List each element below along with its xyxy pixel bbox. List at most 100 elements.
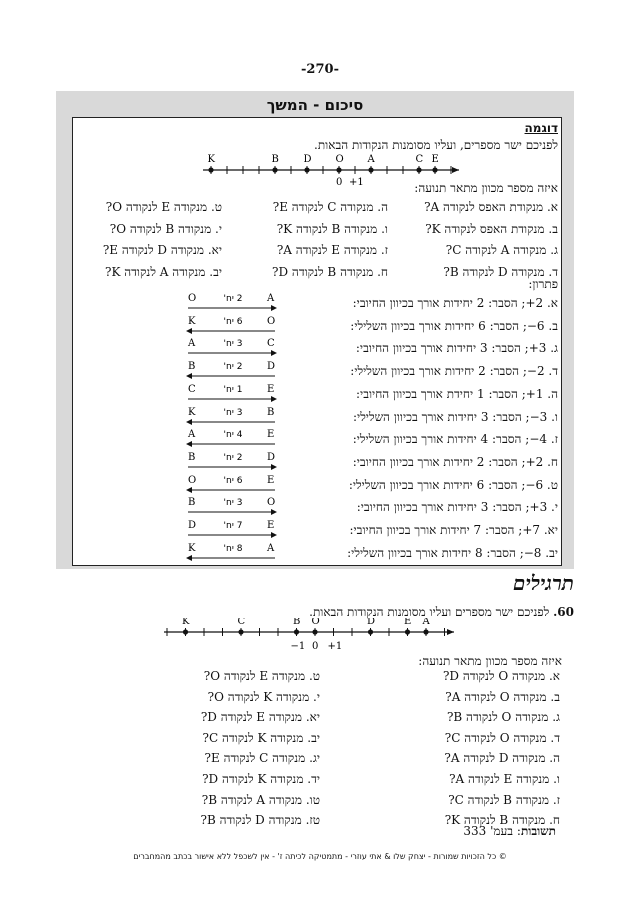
point-dot xyxy=(423,629,429,635)
arrow-head xyxy=(186,554,192,561)
solution-text: ב. −6; הסבר: 6 יחידות אורך בכיוון השלילי… xyxy=(350,319,558,334)
exercise-number-line: K C B O D E A −1 0 +1 xyxy=(164,618,454,652)
start-point-label: B xyxy=(188,497,195,508)
solution-label: ז. xyxy=(547,432,558,447)
point-label-d: D xyxy=(367,618,375,627)
exercise-item: יד. מנקודה K לנקודה D? xyxy=(202,772,320,786)
page-number: -270- xyxy=(301,62,339,77)
arrow-head xyxy=(271,305,277,311)
solution-answer: −3 xyxy=(529,409,548,424)
start-point-label: B xyxy=(188,452,195,463)
end-point-label: E xyxy=(267,475,274,486)
start-point-label: C xyxy=(188,384,196,395)
minus-one-label: −1 xyxy=(291,641,306,652)
end-point-label: E xyxy=(267,384,274,395)
exercise-item: יב. מנקודה K לנקודה C? xyxy=(202,730,320,745)
solution-answer: −6 xyxy=(526,318,545,333)
exercise-item: ח. מנקודה B לנקודה K? xyxy=(444,813,560,828)
end-point-label: A xyxy=(266,293,275,304)
end-point-label: O xyxy=(267,497,275,508)
point-dot xyxy=(182,629,189,635)
zero-label: 0 xyxy=(336,177,342,188)
arrow-head xyxy=(271,463,277,470)
exercise-item: א. מנקודה O לנקודה D? xyxy=(442,669,560,683)
arrow-head xyxy=(271,509,277,516)
exercise-item: ט. מנקודה E לנקודה O? xyxy=(203,669,320,683)
solution-text: יב. −8; הסבר: 8 יחידות אורך בכיוון השליל… xyxy=(347,546,558,561)
summary-title: סיכום - המשך xyxy=(266,96,364,114)
solution-text: ג. +3; הסבר: 3 יחידות אורך בכיוון החיובי… xyxy=(356,341,558,356)
solution-label: ד. xyxy=(544,364,558,379)
point-dot xyxy=(208,167,214,173)
solution-text: א. +2; הסבר: 2 יחידות אורך בכיוון החיובי… xyxy=(353,296,558,311)
end-point-label: A xyxy=(266,543,275,554)
solution-explanation: ; הסבר: 1 יחידת אורך בכיוון החיובי: xyxy=(356,386,526,401)
solution-answer: +2 xyxy=(525,454,544,469)
example-item: ה. מנקודה C לנקודה E? xyxy=(272,200,388,214)
point-dot xyxy=(416,167,422,173)
units-label: 3 יח' xyxy=(224,339,243,349)
units-label: 2 יח' xyxy=(224,294,243,304)
exercise-item: ה. מנקודה D לנקודה A? xyxy=(444,751,560,766)
start-point-label: D xyxy=(188,520,196,531)
end-point-label: D xyxy=(267,361,275,372)
point-label-d: D xyxy=(304,154,312,165)
solution-explanation: ; הסבר: 2 יחידות אורך בכיוון החיובי: xyxy=(352,296,526,310)
units-label: 6 יח' xyxy=(224,476,243,486)
point-dot xyxy=(293,629,300,635)
axis-arrow xyxy=(447,629,454,635)
example-number-line: K B D O A C E 0 +1 xyxy=(203,154,459,188)
exercise-item: יג. מנקודה C לנקודה E? xyxy=(204,751,320,766)
arrow-head xyxy=(186,327,192,334)
solution-answer: +1 xyxy=(525,386,544,401)
example-item: ח. מנקודה B לנקודה D? xyxy=(272,264,388,279)
point-dot xyxy=(404,629,411,635)
solution-explanation: ; הסבר: 3 יחידות אורך בכיוון השלילי: xyxy=(353,409,530,424)
solution-text: י. +3; הסבר: 3 יחידות אורך בכיוון החיובי… xyxy=(357,500,558,515)
point-label-a: A xyxy=(367,154,376,165)
arrow-head xyxy=(186,418,192,425)
point-label-b: B xyxy=(272,154,279,165)
solution-text: יא. +7; הסבר: 7 יחידות אורך בכיוון החיוב… xyxy=(349,523,558,538)
solution-text: ה. +1; הסבר: 1 יחידת אורך בכיוון החיובי: xyxy=(356,387,558,402)
solution-answer: −2 xyxy=(526,364,545,379)
plus-one-label: +1 xyxy=(328,641,343,652)
start-point-label: A xyxy=(187,429,196,440)
solution-text: ז. −4; הסבר: 4 יחידות אורך בכיוון השלילי… xyxy=(353,432,558,447)
point-label-k: K xyxy=(208,154,216,165)
solution-answer: −6 xyxy=(525,477,544,492)
answers-reference: תשובות: בעמ' 333 xyxy=(463,824,556,839)
example-item: א. מנקודת האפס לנקודה A? xyxy=(424,200,558,214)
point-dot xyxy=(304,167,310,173)
exercises-heading: תרגילים xyxy=(513,571,574,595)
point-dot xyxy=(312,629,318,635)
solution-answer: +3 xyxy=(529,500,548,515)
units-label: 3 יח' xyxy=(224,408,243,418)
point-dot xyxy=(272,167,278,173)
units-label: 7 יח' xyxy=(224,521,243,531)
copyright-footer: © כל הזכויות שמורות - יצחק שלו & אתי עוז… xyxy=(133,852,507,861)
exercise-item: ז. מנקודה B לנקודה C? xyxy=(448,792,560,807)
exercise-item: טז. מנקודה D לנקודה B? xyxy=(200,813,320,828)
solution-answer: +7 xyxy=(522,523,541,537)
arrow-head xyxy=(186,373,192,380)
example-heading: דוגמה xyxy=(524,121,558,135)
exercise-question: איזה מספר מכוון מתאר תנועה: xyxy=(418,654,562,668)
arrow-head xyxy=(186,441,192,448)
axis-arrow xyxy=(452,167,459,173)
exercise-item: ג. מנקודה O לנקודה B? xyxy=(446,710,560,725)
answers-label: תשובות xyxy=(520,824,556,838)
solution-explanation: ; הסבר: 3 יחידות אורך בכיוון החיובי: xyxy=(355,341,529,356)
point-dot xyxy=(432,167,438,173)
solution-label: ט. xyxy=(543,477,558,492)
answers-page: : בעמ' 333 xyxy=(463,824,521,838)
point-label-e: E xyxy=(404,618,411,627)
point-label-c: C xyxy=(416,154,424,165)
point-dot xyxy=(367,629,374,635)
